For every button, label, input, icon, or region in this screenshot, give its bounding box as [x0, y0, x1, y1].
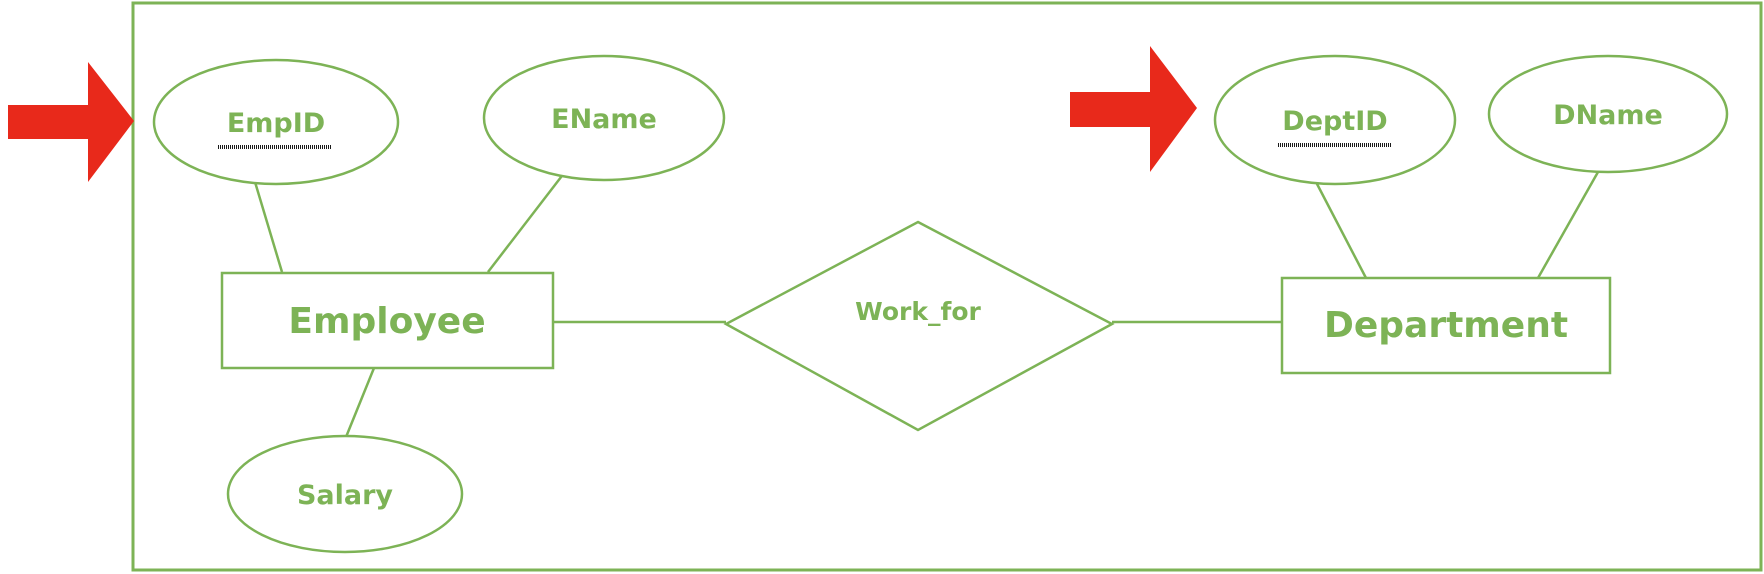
- edge-ename-employee: [487, 167, 569, 273]
- relationship-work-for: Work_for: [723, 220, 1115, 432]
- attribute-salary-label: Salary: [297, 480, 393, 511]
- attribute-empid-ellipse: [152, 58, 400, 186]
- attribute-salary-ellipse: [226, 434, 464, 554]
- attribute-ename: EName: [482, 54, 726, 182]
- relationship-work-for-diamond: [723, 220, 1115, 432]
- attribute-deptid-label: DeptID: [1282, 106, 1387, 137]
- entity-department-box: [1280, 276, 1612, 375]
- attribute-empid: EmpID: [152, 58, 400, 186]
- relationship-work-for-label: Work_for: [855, 297, 981, 326]
- entity-department-label: Department: [1324, 305, 1568, 346]
- edge-dname-department: [1536, 171, 1600, 279]
- attribute-dname: DName: [1487, 54, 1729, 174]
- attribute-ename-label: EName: [551, 104, 657, 135]
- edge-deptid-department: [1314, 181, 1368, 279]
- attribute-salary: Salary: [226, 434, 464, 554]
- red-arrow-right-icon: [1070, 46, 1197, 172]
- attribute-dname-ellipse: [1487, 54, 1729, 174]
- edge-empid-employee: [253, 181, 284, 273]
- attribute-deptid: DeptID: [1213, 54, 1457, 186]
- attribute-deptid-ellipse: [1213, 54, 1457, 186]
- entity-employee-label: Employee: [288, 301, 485, 342]
- attribute-dname-label: DName: [1553, 100, 1663, 131]
- edge-employee-salary: [342, 367, 376, 443]
- entity-employee: Employee: [220, 271, 555, 370]
- entity-department: Department: [1280, 276, 1612, 375]
- entity-employee-box: [220, 271, 555, 370]
- red-arrow-left-icon: [8, 62, 134, 182]
- attribute-empid-label: EmpID: [227, 108, 325, 139]
- attribute-ename-ellipse: [482, 54, 726, 182]
